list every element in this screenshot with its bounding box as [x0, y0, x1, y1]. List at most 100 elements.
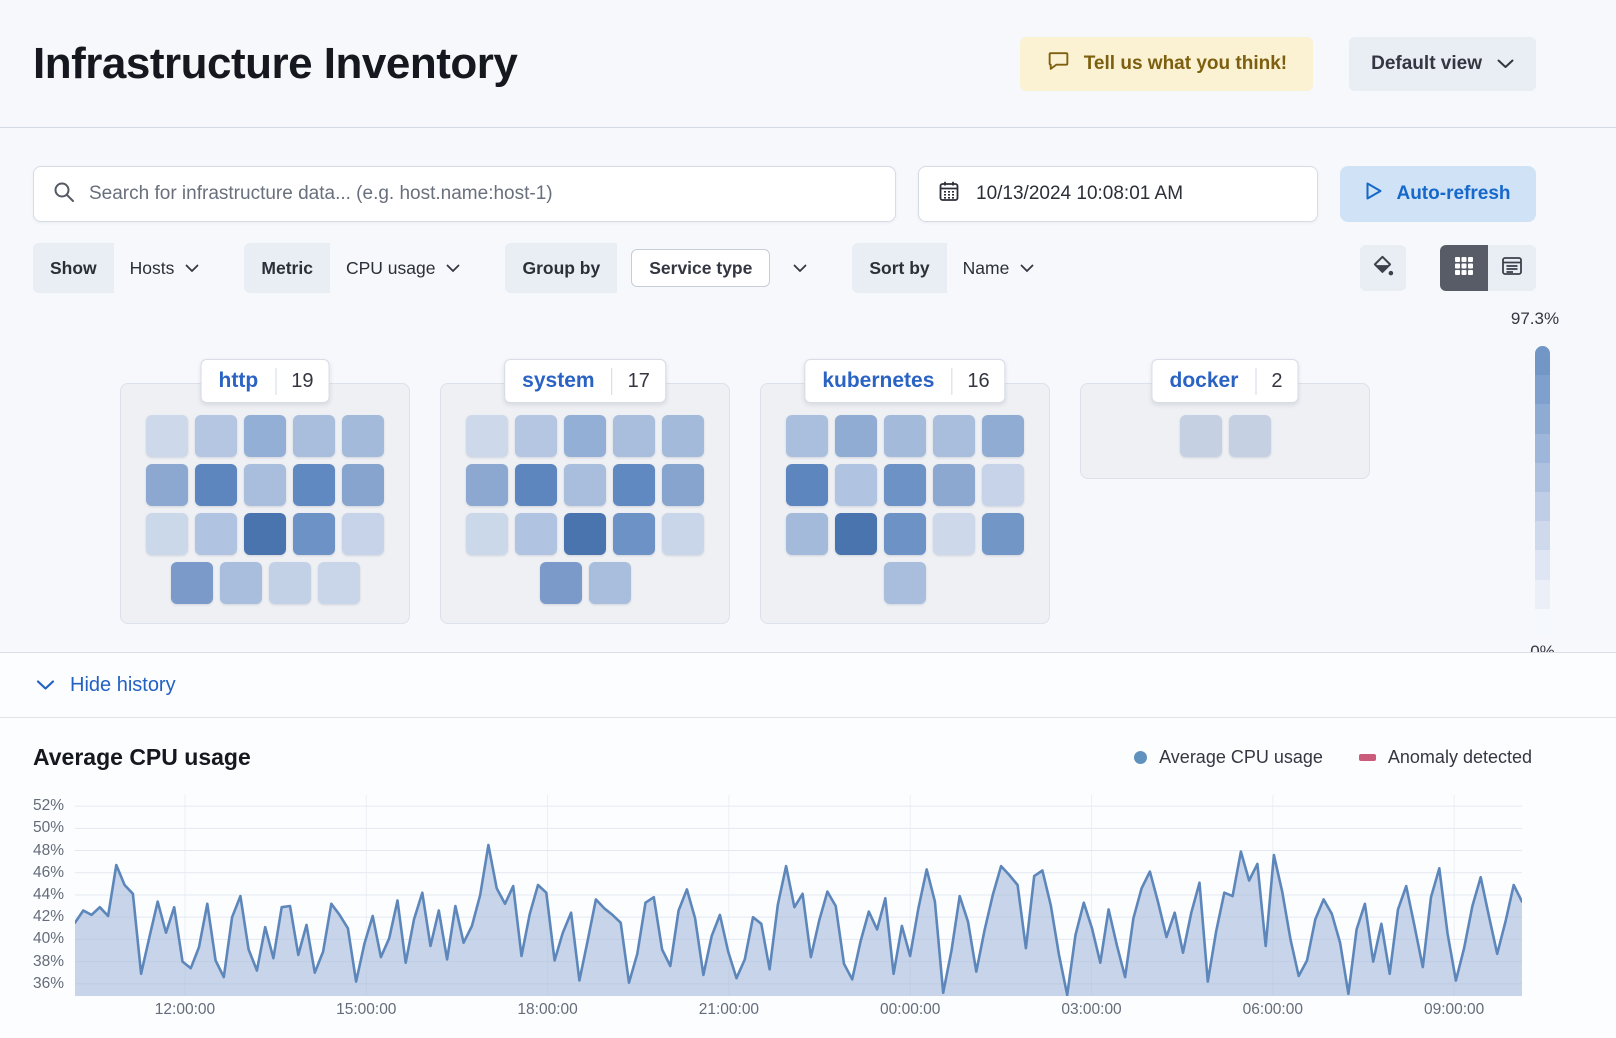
- host-tile[interactable]: [884, 562, 926, 604]
- host-tile[interactable]: [884, 415, 926, 457]
- host-tile[interactable]: [195, 513, 237, 555]
- host-tile[interactable]: [588, 562, 631, 604]
- service-group-name[interactable]: system: [522, 369, 595, 392]
- host-tile[interactable]: [342, 464, 384, 506]
- legend-item-anomaly[interactable]: Anomaly detected: [1358, 747, 1532, 768]
- cpu-usage-plot: [75, 795, 1522, 996]
- host-tile[interactable]: [662, 513, 704, 555]
- view-selector-button[interactable]: Default view: [1349, 36, 1536, 91]
- host-tile[interactable]: [613, 464, 655, 506]
- host-tile[interactable]: [170, 562, 213, 604]
- metric-label: Metric: [244, 243, 330, 293]
- group-by-selected[interactable]: Service type: [631, 249, 771, 287]
- host-tile[interactable]: [835, 464, 877, 506]
- group-by-control: Group by Service type: [505, 243, 823, 293]
- host-tile[interactable]: [564, 415, 606, 457]
- host-tile[interactable]: [539, 562, 582, 604]
- filter-toolbar: Show Hosts Metric CPU usage Group by Ser…: [33, 243, 1536, 293]
- legend-item-average-cpu[interactable]: Average CPU usage: [1134, 747, 1323, 768]
- host-tile[interactable]: [835, 513, 877, 555]
- feedback-button[interactable]: Tell us what you think!: [1019, 36, 1314, 91]
- badge-divider: [951, 367, 953, 395]
- host-tile[interactable]: [244, 513, 286, 555]
- y-axis-label: 38%: [32, 952, 64, 970]
- host-tile[interactable]: [982, 513, 1024, 555]
- host-tile[interactable]: [342, 415, 384, 457]
- history-row: Hide history: [0, 653, 1616, 718]
- host-tile-row: [466, 464, 704, 506]
- service-group-count: 2: [1271, 369, 1283, 392]
- host-tile[interactable]: [146, 464, 188, 506]
- host-tile[interactable]: [195, 415, 237, 457]
- service-group-name[interactable]: http: [218, 369, 259, 392]
- host-tile[interactable]: [933, 415, 975, 457]
- host-tile-row: [786, 415, 1024, 457]
- host-tile[interactable]: [835, 415, 877, 457]
- host-tile[interactable]: [564, 513, 606, 555]
- host-tile[interactable]: [244, 415, 286, 457]
- host-tile[interactable]: [933, 513, 975, 555]
- service-group-name[interactable]: kubernetes: [822, 369, 935, 392]
- host-tile[interactable]: [293, 513, 335, 555]
- page-header: Infrastructure Inventory Tell us what yo…: [0, 0, 1616, 128]
- sort-by-select[interactable]: Name: [947, 258, 1051, 279]
- host-tile[interactable]: [466, 464, 508, 506]
- host-tile[interactable]: [884, 513, 926, 555]
- grid-view-icon: [1453, 255, 1475, 282]
- service-group-name[interactable]: docker: [1169, 369, 1239, 392]
- grid-view-button[interactable]: [1440, 245, 1488, 291]
- host-tile[interactable]: [662, 415, 704, 457]
- host-tile[interactable]: [293, 415, 335, 457]
- color-palette-button[interactable]: [1360, 245, 1406, 291]
- header-actions: Tell us what you think! Default view: [1019, 36, 1536, 91]
- group-by-label: Group by: [505, 243, 618, 293]
- service-group-panel: docker 2: [1080, 359, 1370, 479]
- host-tile[interactable]: [466, 513, 508, 555]
- date-picker-value: 10/13/2024 10:08:01 AM: [976, 183, 1184, 204]
- hide-history-link[interactable]: Hide history: [36, 674, 176, 697]
- host-tile[interactable]: [466, 415, 508, 457]
- metric-select[interactable]: CPU usage: [330, 258, 477, 279]
- host-tile[interactable]: [786, 464, 828, 506]
- host-tile[interactable]: [786, 415, 828, 457]
- calendar-icon: [937, 179, 961, 209]
- host-tile[interactable]: [884, 464, 926, 506]
- host-tile[interactable]: [982, 415, 1024, 457]
- paint-fill-icon: [1370, 253, 1396, 284]
- chart-legend: Average CPU usage Anomaly detected: [1134, 747, 1532, 768]
- host-tile[interactable]: [564, 464, 606, 506]
- host-tile[interactable]: [146, 513, 188, 555]
- host-tile[interactable]: [613, 415, 655, 457]
- host-tile[interactable]: [662, 464, 704, 506]
- host-tile[interactable]: [1228, 415, 1271, 457]
- host-tile[interactable]: [613, 513, 655, 555]
- host-tile[interactable]: [268, 562, 311, 604]
- view-mode-toggle: [1440, 245, 1536, 291]
- host-tile[interactable]: [195, 464, 237, 506]
- host-tile[interactable]: [786, 513, 828, 555]
- host-tile[interactable]: [1179, 415, 1222, 457]
- group-by-select[interactable]: [777, 264, 823, 273]
- host-tile-row: [146, 513, 384, 555]
- show-select[interactable]: Hosts: [114, 258, 216, 279]
- date-picker[interactable]: 10/13/2024 10:08:01 AM: [918, 166, 1318, 222]
- host-tile[interactable]: [933, 464, 975, 506]
- chevron-down-icon: [1497, 53, 1514, 75]
- auto-refresh-button[interactable]: Auto-refresh: [1340, 166, 1536, 222]
- search-input[interactable]: [89, 183, 877, 205]
- service-group-count: 17: [627, 369, 650, 392]
- table-view-button[interactable]: [1488, 245, 1536, 291]
- host-tile[interactable]: [515, 513, 557, 555]
- host-tile[interactable]: [515, 464, 557, 506]
- host-tile[interactable]: [146, 415, 188, 457]
- host-tile[interactable]: [219, 562, 262, 604]
- host-tile[interactable]: [342, 513, 384, 555]
- host-tile[interactable]: [982, 464, 1024, 506]
- host-tile[interactable]: [293, 464, 335, 506]
- host-tile[interactable]: [317, 562, 360, 604]
- host-tile[interactable]: [515, 415, 557, 457]
- host-tile[interactable]: [244, 464, 286, 506]
